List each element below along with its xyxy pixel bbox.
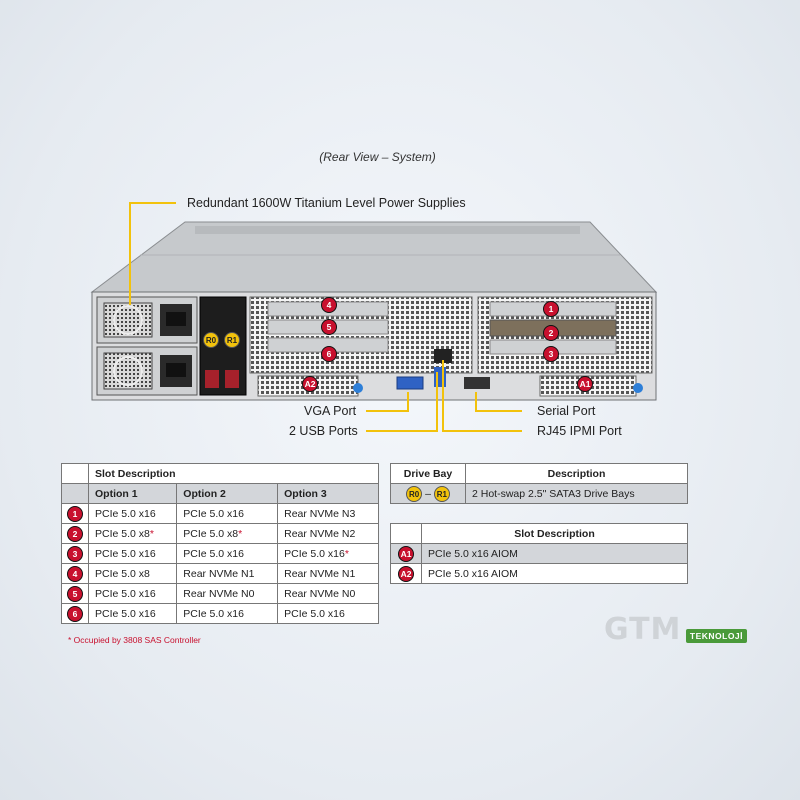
table-row: 2 PCIe 5.0 x8* PCIe 5.0 x8* Rear NVMe N2 (61, 523, 379, 544)
server-rear-view (90, 202, 658, 432)
drive-table-header-row: Drive Bay Description (390, 463, 688, 484)
usb-ports-shape (434, 367, 446, 387)
slot-description-table: Slot Description Option 1 Option 2 Optio… (61, 463, 379, 624)
table-cell: Rear NVMe N3 (277, 503, 379, 524)
aiom-description: PCIe 5.0 x16 AIOM (421, 563, 688, 584)
table-cell: PCIe 5.0 x16 (87, 583, 178, 604)
psu-top (96, 296, 198, 344)
psu-bottom (96, 346, 198, 396)
aiom-slot-table: Slot Description A1 PCIe 5.0 x16 AIOM A2… (390, 523, 688, 584)
drive-bay-table: Drive Bay Description R0 – R1 2 Hot-swap… (390, 463, 688, 504)
aiom-table-corner (390, 523, 422, 544)
gtm-logo: GTM TEKNOLOJİ (604, 612, 748, 647)
drive-table-col-drive-bay: Drive Bay (390, 463, 466, 484)
table-cell: PCIe 5.0 x8* (176, 523, 279, 544)
rj45-port-shape (434, 349, 452, 363)
aiom-table-title: Slot Description (421, 523, 688, 544)
table-row: 6 PCIe 5.0 x16 PCIe 5.0 x16 PCIe 5.0 x16 (61, 603, 379, 624)
chassis-badge-slot-6: 6 (321, 346, 337, 362)
table-cell: PCIe 5.0 x8* (87, 523, 178, 544)
view-title: (Rear View – System) (319, 150, 436, 164)
slot-table-title-row: Slot Description (61, 463, 379, 484)
aiom-badge: A1 (398, 545, 414, 562)
slot-badge: 3 (67, 545, 83, 562)
drive-bay-description: 2 Hot-swap 2.5" SATA3 Drive Bays (465, 483, 688, 504)
callout-power-supplies: Redundant 1600W Titanium Level Power Sup… (187, 196, 466, 210)
aiom-description: PCIe 5.0 x16 AIOM (421, 543, 688, 564)
aiom-table-header-row: Slot Description (390, 523, 688, 544)
bay-badge-r0: R0 (406, 485, 423, 502)
drive-bay-range: R0 – R1 (390, 483, 466, 504)
chassis-badge-r0: R0 (203, 332, 219, 348)
slot-table-corner-2 (61, 483, 89, 504)
table-cell: PCIe 5.0 x16 (87, 503, 178, 524)
slot-table-footnote: * Occupied by 3808 SAS Controller (68, 635, 201, 645)
slot-table-col-option-2: Option 2 (176, 483, 279, 504)
table-cell: Rear NVMe N1 (176, 563, 279, 584)
table-row: R0 – R1 2 Hot-swap 2.5" SATA3 Drive Bays (390, 483, 688, 504)
chassis-badge-r1: R1 (224, 332, 240, 348)
table-row: 1 PCIe 5.0 x16 PCIe 5.0 x16 Rear NVMe N3 (61, 503, 379, 524)
gtm-logo-text: GTM (604, 612, 682, 647)
slot-badge: 2 (67, 525, 83, 542)
callout-lines (129, 202, 522, 432)
table-cell: PCIe 5.0 x16 (176, 603, 279, 624)
slot-badge: 1 (67, 505, 83, 522)
table-cell: Rear NVMe N0 (277, 583, 379, 604)
callout-rj45-ipmi: RJ45 IPMI Port (537, 424, 622, 438)
slot-table-corner (61, 463, 89, 484)
callout-usb-ports: 2 USB Ports (289, 424, 358, 438)
table-cell: PCIe 5.0 x16 (87, 543, 178, 564)
gtm-logo-subtext: TEKNOLOJİ (685, 629, 748, 643)
chassis-badge-a2: A2 (302, 376, 318, 392)
serial-port-shape (464, 377, 490, 389)
drive-table-col-description: Description (465, 463, 688, 484)
vga-port-shape (396, 376, 424, 390)
table-row: 3 PCIe 5.0 x16 PCIe 5.0 x16 PCIe 5.0 x16… (61, 543, 379, 564)
bay-badge-r1: R1 (433, 485, 450, 502)
slot-badge: 4 (67, 565, 83, 582)
slot-table-header-row: Option 1 Option 2 Option 3 (61, 483, 379, 504)
table-cell: Rear NVMe N2 (277, 523, 379, 544)
chassis-badge-slot-2: 2 (543, 325, 559, 341)
callout-vga-port: VGA Port (304, 404, 357, 418)
chassis-badge-slot-4: 4 (321, 297, 337, 313)
table-cell: PCIe 5.0 x16 (277, 603, 379, 624)
table-row: A2 PCIe 5.0 x16 AIOM (390, 563, 688, 584)
bay-range-dash: – (425, 487, 431, 500)
aiom-badge: A2 (398, 565, 414, 582)
table-cell: PCIe 5.0 x16* (277, 543, 379, 564)
table-cell: PCIe 5.0 x16 (87, 603, 178, 624)
slot-badge: 5 (67, 585, 83, 602)
table-cell: PCIe 5.0 x8 (87, 563, 178, 584)
table-cell: Rear NVMe N0 (176, 583, 279, 604)
slot-table-col-option-3: Option 3 (277, 483, 379, 504)
table-row: 4 PCIe 5.0 x8 Rear NVMe N1 Rear NVMe N1 (61, 563, 379, 584)
callout-serial-port: Serial Port (537, 404, 596, 418)
table-cell: PCIe 5.0 x16 (176, 503, 279, 524)
chassis-badge-slot-5: 5 (321, 319, 337, 335)
chassis-badge-slot-1: 1 (543, 301, 559, 317)
slot-table-title: Slot Description (88, 463, 379, 484)
table-cell: PCIe 5.0 x16 (176, 543, 279, 564)
slot-badge: 6 (67, 605, 83, 622)
table-row: 5 PCIe 5.0 x16 Rear NVMe N0 Rear NVMe N0 (61, 583, 379, 604)
slot-table-col-option-1: Option 1 (87, 483, 178, 504)
chassis-badge-a1: A1 (577, 376, 593, 392)
chassis-badge-slot-3: 3 (543, 346, 559, 362)
table-row: A1 PCIe 5.0 x16 AIOM (390, 543, 688, 564)
table-cell: Rear NVMe N1 (277, 563, 379, 584)
